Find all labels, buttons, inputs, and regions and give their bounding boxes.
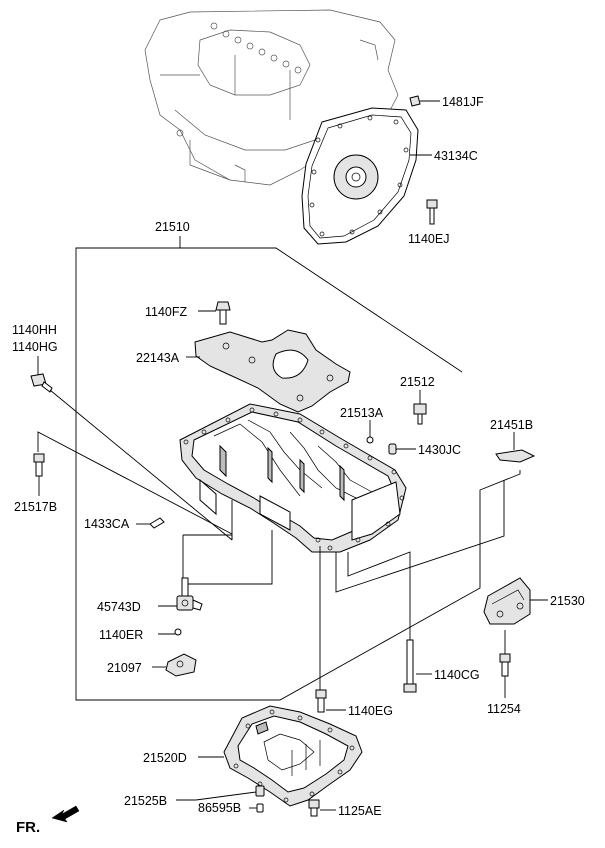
label-1140er: 1140ER	[99, 628, 143, 642]
clip-1481jf	[409, 95, 440, 107]
label-21517b: 21517B	[14, 500, 57, 514]
label-43134c: 43134C	[434, 149, 478, 163]
label-1140ej: 1140EJ	[408, 232, 449, 246]
label-1140fz: 1140FZ	[145, 305, 188, 319]
cover-21097	[152, 653, 197, 677]
bolt-1140hh	[30, 373, 53, 393]
oil-pan-21510	[179, 403, 407, 553]
sensor-45743d	[158, 577, 203, 611]
front-arrow-icon	[51, 805, 80, 823]
label-21512: 21512	[400, 375, 435, 389]
gasket-22143a	[186, 329, 351, 413]
label-1140hg: 1140HG	[12, 340, 58, 354]
bolt-1140er	[158, 628, 182, 636]
label-1140cg: 1140CG	[434, 668, 480, 682]
bolt-21512	[413, 390, 427, 425]
label-21451b: 21451B	[490, 418, 533, 432]
lower-oil-pan-21520d	[198, 705, 363, 807]
flywheel-housing-plate	[301, 107, 419, 245]
washer-86595b	[249, 803, 264, 813]
label-21525b: 21525B	[124, 794, 167, 808]
drain-plug-21525b	[176, 785, 265, 801]
bolt-1140eg	[315, 689, 346, 713]
label-1125ae: 1125AE	[338, 804, 382, 818]
assembly-21510-outline	[75, 236, 521, 701]
label-1481jf: 1481JF	[442, 95, 484, 109]
label-1430jc: 1430JC	[418, 443, 461, 457]
plug-1433ca	[136, 517, 165, 529]
label-1433ca: 1433CA	[84, 517, 130, 531]
label-21530: 21530	[550, 594, 585, 608]
label-21510: 21510	[155, 220, 190, 234]
pin-21513a	[366, 420, 374, 444]
bolt-1140cg	[403, 639, 432, 693]
bracket-21530	[483, 577, 548, 625]
label-86595b: 86595B	[198, 801, 241, 815]
label-1140eg: 1140EG	[348, 704, 393, 718]
bolt-11254	[499, 630, 511, 698]
front-direction-label: FR.	[16, 819, 40, 836]
bolt-1140fz	[198, 301, 231, 325]
plug-1430jc	[388, 443, 416, 455]
bolt-1125ae	[308, 799, 336, 817]
label-21097: 21097	[107, 661, 142, 675]
label-21520d: 21520D	[143, 751, 187, 765]
label-21513a: 21513A	[340, 406, 384, 420]
stud-21517b	[33, 453, 45, 496]
bracket-21451b	[495, 432, 536, 463]
label-22143a: 22143A	[136, 351, 180, 365]
label-11254: 11254	[487, 702, 521, 716]
bolt-1140ej	[426, 199, 438, 225]
label-45743d: 45743D	[97, 600, 141, 614]
label-1140hh: 1140HH	[12, 323, 57, 337]
